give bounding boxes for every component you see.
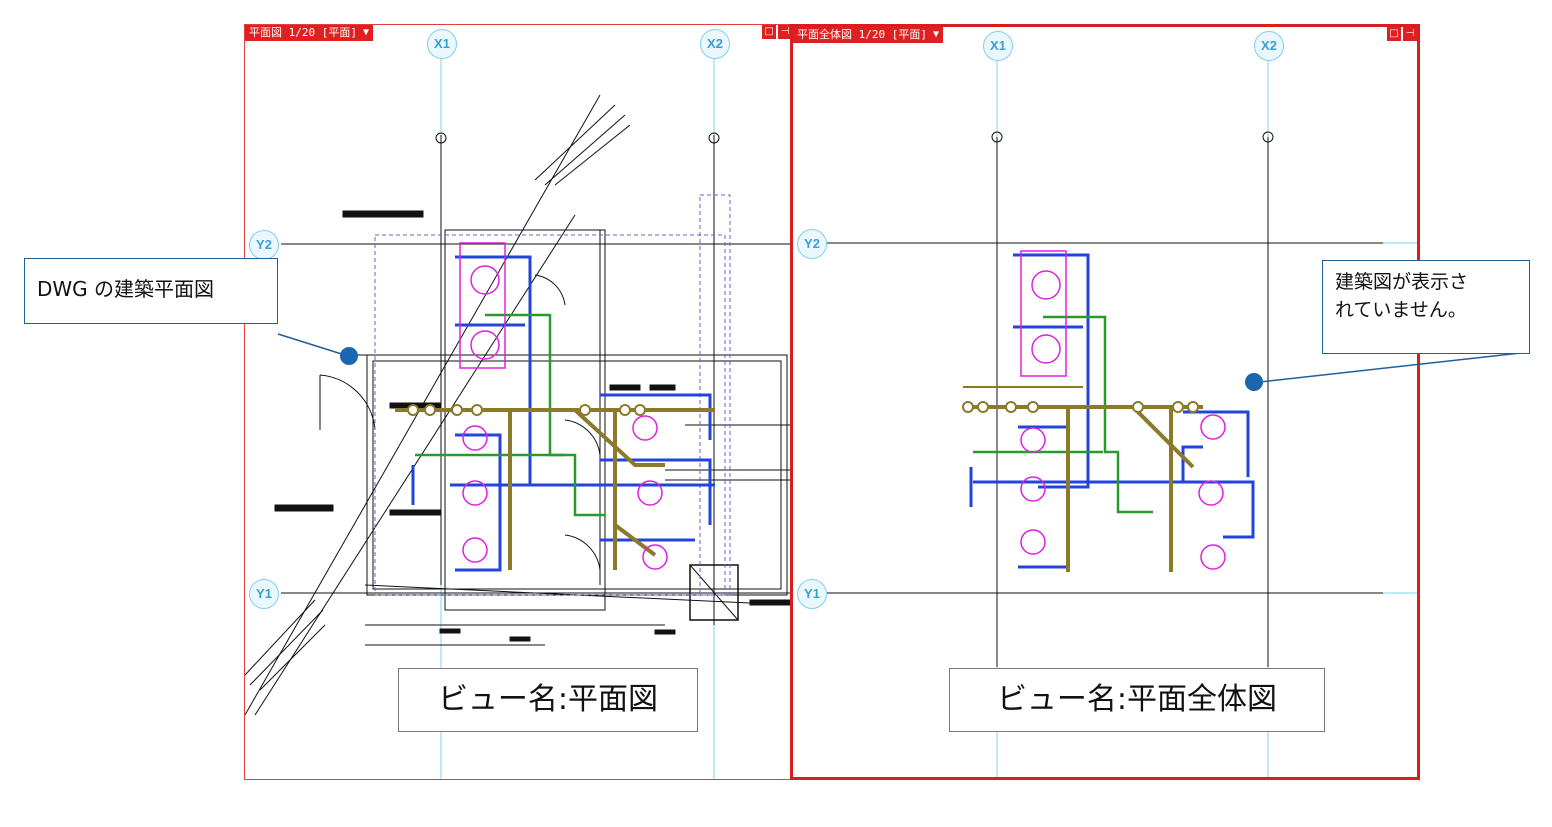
plan-drawing-left [245, 55, 790, 779]
maximize-icon[interactable]: □ [762, 25, 776, 39]
callout-text-line1: 建築図が表示さ [1335, 271, 1469, 293]
view-name-label-right: ビュー名:平面全体図 [949, 668, 1325, 732]
grid-label: X2 [707, 36, 723, 51]
pin-icon[interactable]: ⊣ [778, 25, 790, 39]
grid-bubble-x2: X2 [1254, 31, 1284, 61]
grid-bubble-x1: X1 [427, 29, 457, 59]
grid-bubble-x2: X2 [700, 29, 730, 59]
view-name-label-left: ビュー名:平面図 [398, 668, 698, 732]
callout-text-line2: れていません。 [1335, 298, 1467, 321]
grid-bubble-y2: Y2 [797, 229, 827, 259]
grid-bubble-y1: Y1 [249, 579, 279, 609]
callout-text: DWG の建築平面図 [37, 277, 215, 301]
maximize-icon[interactable]: □ [1387, 27, 1401, 41]
view-name-text: ビュー名:平面図 [437, 682, 659, 717]
view-name-text: ビュー名:平面全体図 [996, 682, 1278, 717]
view-tab-right[interactable]: 平面全体図 1/20 [平面] ▼ [793, 27, 944, 43]
grid-label: X2 [1261, 38, 1277, 53]
grid-label: Y1 [256, 586, 272, 601]
grid-label: Y1 [804, 586, 820, 601]
view-tab-left[interactable]: 平面図 1/20 [平面] ▼ [245, 25, 374, 41]
plan-view-viewport[interactable]: 平面図 1/20 [平面] ▼ □ ⊣ [244, 24, 791, 780]
grid-label: Y2 [256, 237, 272, 252]
dropdown-icon[interactable]: ▼ [362, 27, 370, 38]
view-tab-title: 平面図 1/20 [平面] [249, 26, 357, 39]
dropdown-icon[interactable]: ▼ [932, 29, 940, 40]
grid-label: Y2 [804, 236, 820, 251]
callout-architecture-hidden: 建築図が表示さ れていません。 [1322, 260, 1530, 354]
grid-bubble-y1: Y1 [797, 579, 827, 609]
pin-icon[interactable]: ⊣ [1403, 27, 1417, 41]
grid-bubble-y2: Y2 [249, 230, 279, 260]
grid-bubble-x1: X1 [983, 31, 1013, 61]
grid-label: X1 [434, 36, 450, 51]
callout-dwg-architectural-plan: DWG の建築平面図 [24, 258, 278, 324]
view-tab-title: 平面全体図 1/20 [平面] [797, 28, 927, 41]
grid-label: X1 [990, 38, 1006, 53]
overall-plan-view-viewport[interactable]: 平面全体図 1/20 [平面] ▼ □ ⊣ [790, 24, 1420, 780]
plan-drawing-right [827, 57, 1417, 777]
